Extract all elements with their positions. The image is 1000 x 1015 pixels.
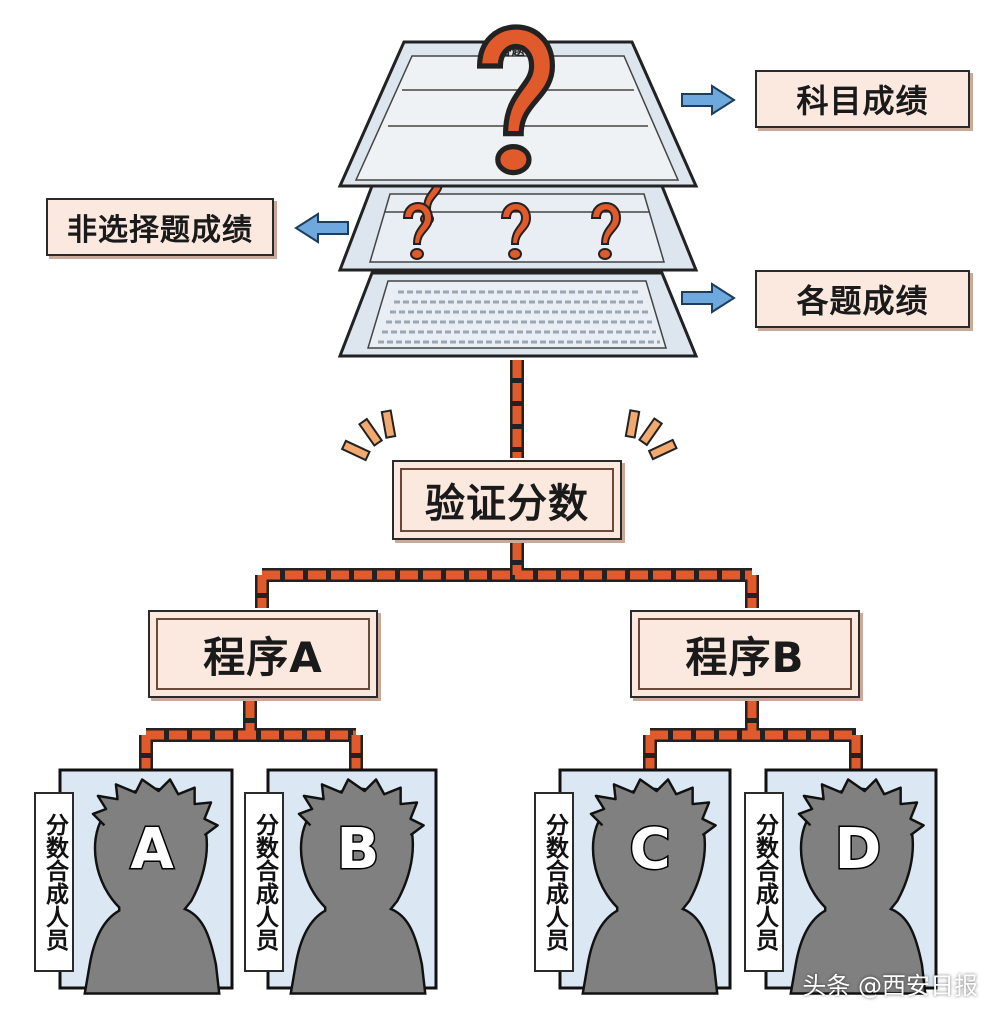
arrow-left-icon: [681, 85, 735, 115]
staff-card-b: B: [266, 768, 438, 995]
staff-role-label: 分数合成人员: [34, 792, 74, 972]
person-silhouette-icon: [789, 778, 927, 995]
item-score-sheet: [337, 271, 699, 358]
item-score-label: 各题成绩: [755, 270, 970, 328]
staff-role-label: 分数合成人员: [744, 792, 784, 972]
staff-role-label: 分数合成人员: [534, 792, 574, 972]
subject-score-label: 科目成绩: [755, 70, 970, 128]
nonchoice-score-label: 非选择题成绩: [46, 198, 274, 256]
procedure-a-box: 程序A: [148, 610, 378, 698]
emphasis-burst-left: [340, 409, 397, 462]
arrow-left-icon: [681, 283, 735, 313]
subject-score-sheet: 答题卡: [337, 27, 699, 188]
staff-card-a: A: [58, 768, 234, 995]
person-silhouette-icon: [83, 778, 221, 995]
staff-letter: B: [337, 817, 380, 882]
arrow-right-icon: [295, 213, 349, 243]
staff-card-c: C: [558, 768, 732, 995]
staff-letter: D: [835, 817, 881, 882]
emphasis-burst-right: [624, 409, 678, 461]
person-silhouette-icon: [581, 778, 719, 995]
staff-letter: C: [629, 817, 670, 882]
procedure-b-box: 程序B: [630, 610, 860, 698]
watermark: 头条 @西安日报: [802, 972, 978, 1000]
answer-sheet-stack: 答题卡: [337, 27, 699, 358]
staff-role-label: 分数合成人员: [244, 792, 284, 972]
staff-letter: A: [130, 817, 174, 882]
verify-score-box: 验证分数: [392, 460, 622, 540]
staff-card-d: D: [764, 768, 938, 995]
nonchoice-score-sheet: [337, 167, 699, 272]
person-silhouette-icon: [289, 778, 427, 995]
